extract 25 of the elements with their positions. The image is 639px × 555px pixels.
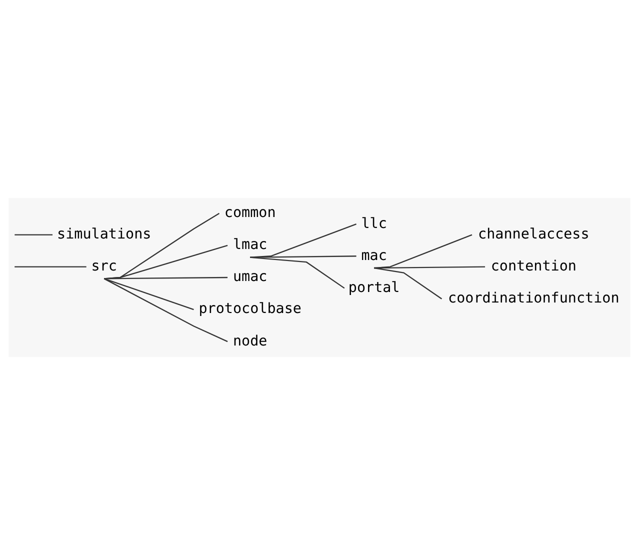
connector (250, 256, 356, 258)
connector (250, 256, 345, 289)
node-text: contention (490, 258, 576, 274)
connector (104, 244, 228, 280)
node-text: portal (348, 280, 400, 296)
node-text: src (91, 258, 117, 274)
connector (374, 267, 442, 300)
node-text: mac (361, 248, 387, 264)
node-text: llc (361, 216, 387, 232)
connector (374, 234, 472, 269)
node-text: simulations (57, 226, 152, 242)
node-text: protocolbase (198, 301, 302, 318)
node-text: coordinationfunction (448, 290, 620, 307)
connector (14, 266, 86, 268)
connector (104, 278, 228, 342)
connector (104, 278, 194, 310)
node-text: channelaccess (478, 226, 590, 242)
connector (250, 224, 356, 258)
node-text: lmac (232, 237, 268, 254)
node-text: common (224, 205, 276, 222)
node-text: umac (232, 269, 268, 286)
connector (374, 266, 486, 269)
connector (104, 276, 228, 280)
node-text: node (232, 333, 268, 350)
connector (14, 234, 53, 236)
